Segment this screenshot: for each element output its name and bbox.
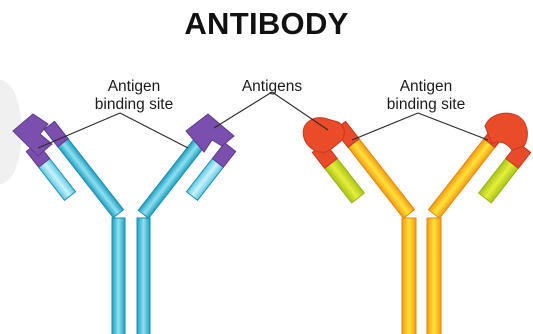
right-antigen-left: [303, 118, 344, 153]
left-light-chain-left: [39, 159, 76, 201]
left-stem-chain-1: [112, 218, 125, 334]
right-stem-chain-1: [402, 218, 416, 334]
label-left-line1: Antigen: [74, 78, 194, 96]
right-stem-chain-2: [427, 218, 441, 334]
label-antigen-binding-site-left: Antigen binding site: [74, 78, 194, 114]
right-light-chain-left: [325, 158, 365, 203]
label-left-line2: binding site: [74, 96, 194, 114]
label-antigen-binding-site-right: Antigen binding site: [366, 78, 486, 114]
label-right-line2: binding site: [366, 96, 486, 114]
label-right-line1: Antigen: [366, 78, 486, 96]
label-middle: Antigens: [222, 78, 322, 96]
label-antigens: Antigens: [222, 78, 322, 96]
leader-left-site-2: [120, 113, 188, 148]
right-antibody: [303, 113, 530, 334]
left-stem-chain-2: [137, 218, 150, 334]
left-light-chain-right: [186, 159, 223, 201]
leader-right-site-1: [352, 113, 418, 140]
leader-right-site-2: [418, 113, 488, 140]
left-antibody: [13, 114, 236, 334]
leader-antigen-left: [214, 92, 272, 128]
right-light-chain-right: [479, 158, 519, 203]
leader-antigen-right: [272, 92, 328, 130]
